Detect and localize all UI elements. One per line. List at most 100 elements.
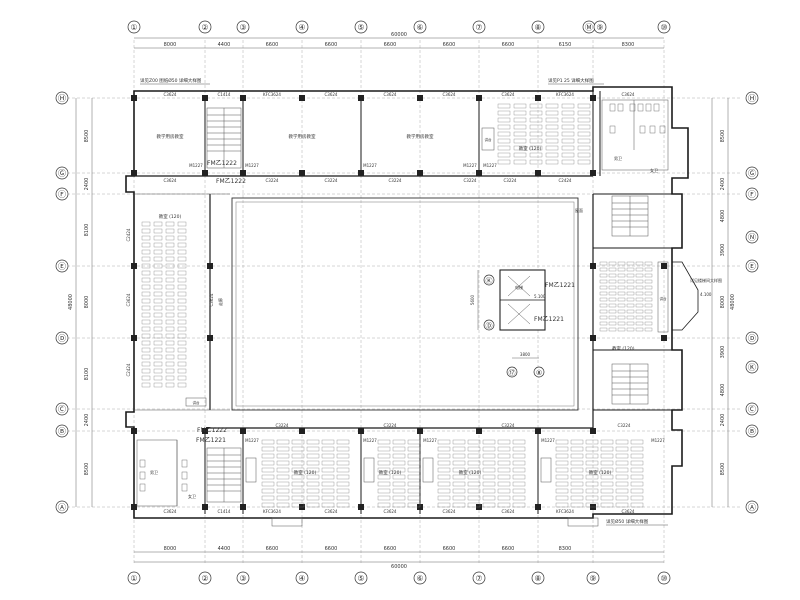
desk bbox=[497, 103, 511, 109]
toilet-top-m: 男卫 bbox=[614, 156, 622, 161]
desk bbox=[153, 298, 163, 304]
desk bbox=[529, 103, 543, 109]
desk bbox=[261, 460, 275, 466]
desk bbox=[177, 228, 187, 234]
desk bbox=[529, 159, 543, 165]
desk bbox=[585, 495, 599, 501]
desk bbox=[630, 488, 644, 494]
desk bbox=[276, 481, 290, 487]
desk bbox=[165, 277, 175, 283]
desk bbox=[608, 321, 617, 326]
desk bbox=[585, 460, 599, 466]
axis-bottom-4: ④ bbox=[298, 574, 305, 583]
toilet-bottom bbox=[136, 439, 188, 507]
desk bbox=[617, 273, 626, 278]
toilet-bottom-f: 女卫 bbox=[188, 493, 196, 499]
desk bbox=[177, 291, 187, 297]
tag-7: C3624 bbox=[502, 92, 515, 97]
desk bbox=[165, 305, 175, 311]
bottom-dim-2: 4400 bbox=[218, 546, 231, 552]
desk bbox=[644, 273, 653, 278]
bottom-dim-3: 6600 bbox=[266, 546, 279, 552]
desk bbox=[626, 273, 635, 278]
desk bbox=[437, 460, 451, 466]
desk bbox=[644, 285, 653, 290]
desk bbox=[608, 261, 617, 266]
desk bbox=[261, 446, 275, 452]
desk bbox=[482, 488, 496, 494]
desk bbox=[437, 474, 451, 480]
desk bbox=[482, 481, 496, 487]
desk bbox=[585, 439, 599, 445]
desk bbox=[599, 309, 608, 314]
desk bbox=[561, 131, 575, 137]
desk bbox=[467, 453, 481, 459]
desk bbox=[626, 279, 635, 284]
toilet-bottom-m: 男卫 bbox=[150, 470, 158, 475]
desk bbox=[570, 439, 584, 445]
desk bbox=[577, 152, 591, 158]
fm-top-2: FM乙1222 bbox=[216, 178, 246, 185]
desk bbox=[165, 382, 175, 388]
desk bbox=[555, 481, 569, 487]
stair-top bbox=[206, 107, 242, 169]
desk bbox=[165, 270, 175, 276]
class-top-label: 教室 (120) bbox=[519, 145, 542, 152]
right-wing: 教室 (120) 讲台 详见楼梯间大样图 4.100 bbox=[599, 195, 722, 405]
desk bbox=[599, 321, 608, 326]
bottom-dim-4: 6600 bbox=[325, 546, 338, 552]
desk bbox=[141, 291, 151, 297]
desk bbox=[600, 502, 614, 508]
right-dim-7: 4800 bbox=[720, 384, 726, 397]
axis-right-n: Ⓝ bbox=[748, 233, 756, 242]
desk bbox=[577, 110, 591, 116]
desk bbox=[321, 495, 335, 501]
desk bbox=[306, 439, 320, 445]
tag-1: C3624 bbox=[164, 92, 177, 97]
right-dim-5: 8000 bbox=[720, 296, 726, 309]
desk bbox=[561, 152, 575, 158]
desk bbox=[545, 131, 559, 137]
bottom-dim-5: 6600 bbox=[384, 546, 397, 552]
desk bbox=[644, 309, 653, 314]
desk bbox=[321, 502, 335, 508]
desk bbox=[177, 242, 187, 248]
desk bbox=[555, 474, 569, 480]
desk bbox=[577, 145, 591, 151]
desk bbox=[497, 117, 511, 123]
desk bbox=[437, 488, 451, 494]
desk bbox=[615, 467, 629, 473]
desk bbox=[635, 291, 644, 296]
desk bbox=[482, 446, 496, 452]
tag-21: M1227 bbox=[483, 163, 497, 168]
note-bottom: 详见Ø50 详细大样图 bbox=[606, 518, 649, 525]
desk bbox=[617, 327, 626, 332]
axis-bottom-6: ⑥ bbox=[416, 574, 423, 583]
desk bbox=[336, 439, 350, 445]
desk bbox=[608, 279, 617, 284]
desk bbox=[321, 474, 335, 480]
right-dim-3: 4800 bbox=[720, 210, 726, 223]
elevator-core: 电梯 FM乙1221 FM乙1221 5.100 Ⓚ Ⓓ ⑰ ⑧ 5600 38… bbox=[470, 269, 575, 378]
desk bbox=[599, 291, 608, 296]
desk bbox=[437, 439, 451, 445]
win-left-4: C3624 bbox=[209, 293, 214, 306]
top-dim-8: 6150 bbox=[559, 42, 572, 48]
desk bbox=[452, 439, 466, 445]
desk bbox=[141, 242, 151, 248]
desk bbox=[392, 488, 406, 494]
desk bbox=[377, 502, 391, 508]
desk bbox=[555, 488, 569, 494]
bottom-axis-bubbles: ① ② ③ ④ ⑤ ⑥ ⑦ ⑧ ⑨ ⑩ bbox=[127, 571, 671, 585]
entrance-steps bbox=[271, 517, 599, 527]
desk bbox=[635, 297, 644, 302]
desk bbox=[153, 235, 163, 241]
desk bbox=[392, 474, 406, 480]
right-dim-6: 3900 bbox=[720, 346, 726, 359]
desk bbox=[644, 261, 653, 266]
desk bbox=[497, 138, 511, 144]
desk bbox=[630, 474, 644, 480]
desk bbox=[261, 495, 275, 501]
desk bbox=[276, 495, 290, 501]
desk bbox=[165, 333, 175, 339]
